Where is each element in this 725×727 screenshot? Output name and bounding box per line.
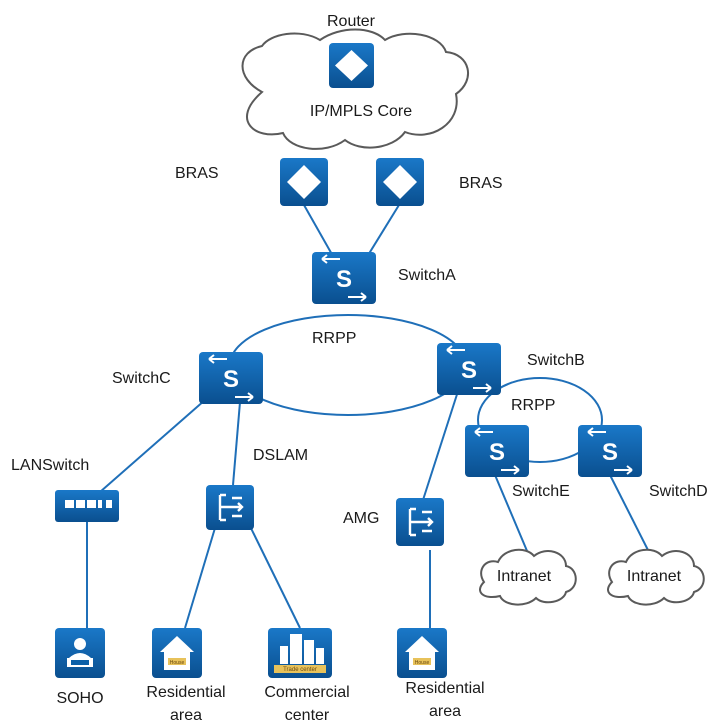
svg-text:S: S [336, 266, 352, 293]
switch-a-icon[interactable]: S [312, 252, 376, 304]
svg-text:House: House [415, 660, 430, 666]
dslam-icon[interactable] [206, 485, 254, 530]
svg-text:Trade center: Trade center [283, 667, 317, 673]
svg-text:S: S [223, 366, 239, 393]
amg-label: AMG [343, 510, 380, 527]
dslam-label: DSLAM [253, 447, 309, 464]
house-icon-2[interactable]: House [397, 628, 447, 678]
house-icon[interactable]: House [152, 628, 202, 678]
soho-label: SOHO [56, 690, 104, 707]
switch-b-icon[interactable]: S [437, 343, 501, 395]
svg-text:S: S [461, 357, 477, 384]
router-icon[interactable] [329, 43, 374, 88]
ip-mpls-core-cloud [241, 28, 469, 150]
switch-e-label: SwitchE [512, 483, 570, 500]
amg-icon[interactable] [396, 498, 444, 546]
svg-text:S: S [602, 439, 618, 466]
bras-left-label: BRAS [175, 165, 219, 182]
intranet-2-label: Intranet [626, 568, 682, 585]
rrpp-main-label: RRPP [312, 330, 357, 347]
rrpp-sub-label: RRPP [511, 397, 556, 414]
switch-d-icon[interactable]: S [578, 425, 642, 477]
switch-a-label: SwitchA [398, 267, 456, 284]
intranet-1-label: Intranet [496, 568, 552, 585]
bras-left-icon[interactable] [280, 158, 328, 206]
rrpp-sub-ring [477, 377, 603, 463]
svg-text:House: House [170, 660, 185, 666]
switch-c-icon[interactable]: S [199, 352, 263, 404]
svg-text:S: S [489, 439, 505, 466]
user-workstation-icon[interactable] [55, 628, 105, 678]
bras-right-icon[interactable] [376, 158, 424, 206]
switch-b-label: SwitchB [527, 352, 585, 369]
switch-c-label: SwitchC [112, 370, 171, 387]
lanswitch-label: LANSwitch [11, 457, 90, 474]
lan-switch-icon[interactable] [55, 490, 119, 522]
router-label: Router [326, 13, 376, 30]
bras-right-label: BRAS [459, 175, 503, 192]
core-label: IP/MPLS Core [309, 103, 413, 120]
commercial-building-icon[interactable]: Trade center [268, 628, 332, 678]
switch-d-label: SwitchD [649, 483, 708, 500]
intranet-cloud-2 [607, 548, 705, 606]
intranet-cloud-1 [479, 548, 577, 606]
switch-e-icon[interactable]: S [465, 425, 529, 477]
